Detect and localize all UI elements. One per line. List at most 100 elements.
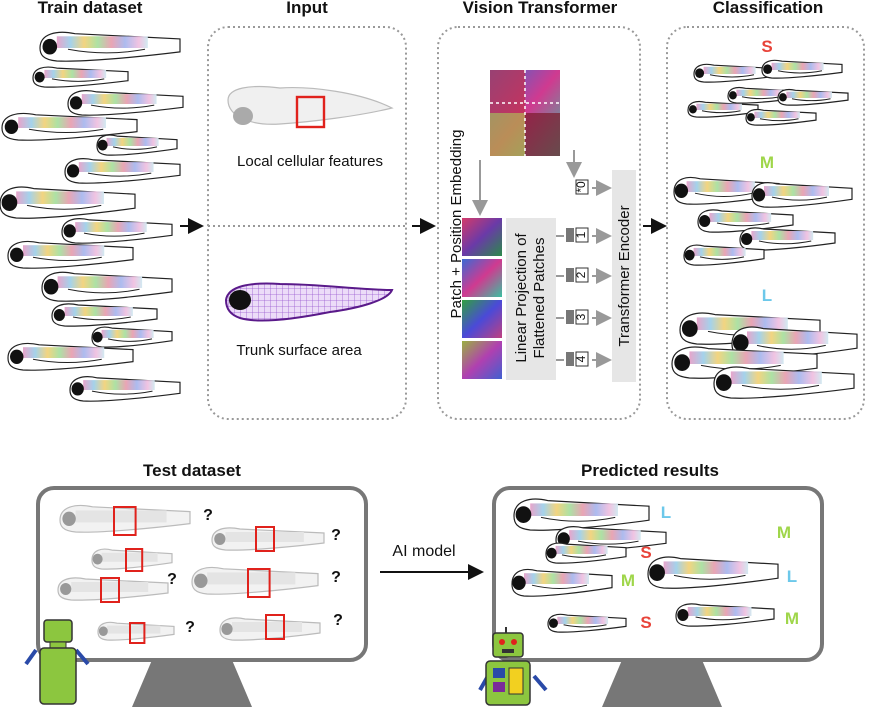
- token-label-3: 3: [574, 313, 588, 320]
- train-fish-3: [67, 90, 184, 116]
- token-label-2: 2: [574, 271, 588, 278]
- pred-fish-3: [545, 542, 627, 564]
- test-patch-box-4: [100, 577, 120, 603]
- token-0: *0: [574, 179, 612, 196]
- train-fish-2: [32, 66, 129, 88]
- source-image: [490, 70, 560, 156]
- patch-3: [462, 300, 502, 338]
- token-label-1: 1: [574, 231, 588, 238]
- token-1: 1: [566, 227, 612, 244]
- test-fish-2: [211, 527, 325, 551]
- test-fish-group: ??????: [57, 504, 343, 644]
- test-fish-4: [57, 577, 169, 601]
- test-patch-box-1: [113, 506, 137, 536]
- train-dataset-title: Train dataset: [38, 0, 143, 17]
- pred-fish-1: [513, 498, 650, 531]
- class-fish-15: [713, 366, 855, 399]
- train-fish-13: [7, 342, 134, 371]
- unknown-mark-5: ?: [331, 569, 341, 586]
- pred-fish-6: [547, 613, 627, 633]
- class-fish-11: [683, 244, 765, 266]
- unknown-mark-4: ?: [167, 571, 177, 588]
- train-fish-7: [0, 186, 136, 219]
- unknown-mark-6: ?: [185, 619, 195, 636]
- token-label-0: *0: [574, 181, 588, 193]
- class-fish-2: [761, 59, 843, 79]
- class-fish-1: [693, 63, 775, 83]
- local-fish: [227, 85, 394, 129]
- classification-panel: [666, 26, 865, 420]
- class-fish-5: [687, 100, 759, 118]
- class-large-label: L: [762, 286, 772, 305]
- class-fish-group: [671, 59, 858, 399]
- class-fish-9: [697, 209, 794, 233]
- patch-2: [462, 259, 502, 297]
- pred-fish-4: [511, 568, 613, 597]
- ai-model-label: AI model: [392, 543, 455, 560]
- train-fish-11: [51, 303, 158, 327]
- train-fish-group: [0, 31, 184, 402]
- prediction-label-4: M: [621, 571, 635, 590]
- token-column: *0 1 2 3 4: [556, 179, 612, 368]
- train-fish-12: [91, 326, 173, 348]
- pred-fish-5: [647, 556, 779, 589]
- projection-label-line1: Linear Projection of: [513, 233, 530, 363]
- input-panel: [207, 26, 407, 420]
- pred-fish-7: [675, 603, 775, 627]
- predicted-results-title: Predicted results: [581, 461, 719, 480]
- train-fish-4: [1, 112, 138, 141]
- projection-label-line2: Flattened Patches: [531, 238, 548, 359]
- train-fish-8: [61, 218, 173, 244]
- local-patch-box: [295, 95, 326, 129]
- unknown-mark-7: ?: [333, 612, 343, 629]
- class-small-label: S: [761, 37, 772, 56]
- token-label-4: 4: [574, 355, 588, 362]
- train-fish-14: [69, 376, 181, 402]
- local-features-label: Local cellular features: [237, 153, 383, 170]
- prediction-label-3: S: [640, 543, 651, 562]
- prediction-label-1: L: [661, 503, 671, 522]
- token-2: 2: [566, 267, 612, 284]
- test-patch-box-6: [129, 622, 146, 644]
- test-fish-6: [97, 621, 175, 641]
- patch-1: [462, 218, 502, 256]
- prediction-label-6: S: [640, 613, 651, 632]
- transformer-encoder-box: [612, 170, 636, 382]
- test-dataset-title: Test dataset: [143, 461, 241, 480]
- test-fish-5: [191, 566, 319, 595]
- class-medium-label: M: [760, 153, 774, 172]
- trunk-fish: [224, 282, 394, 322]
- prediction-label-5: L: [787, 567, 797, 586]
- unknown-mark-2: ?: [331, 527, 341, 544]
- train-fish-9: [7, 240, 134, 269]
- train-fish-10: [41, 271, 173, 302]
- encoder-label: Transformer Encoder: [616, 205, 633, 346]
- token-3: 3: [566, 309, 612, 326]
- robot-icon-left: [24, 619, 90, 705]
- class-fish-8: [751, 182, 853, 208]
- train-fish-6: [64, 158, 181, 184]
- class-fish-4: [777, 88, 849, 106]
- token-4: 4: [566, 351, 612, 368]
- robot-icon-right: [478, 627, 548, 706]
- test-patch-box-3: [125, 548, 144, 572]
- test-patch-box-5: [247, 568, 271, 598]
- prediction-label-7: M: [785, 609, 799, 628]
- unknown-mark-1: ?: [203, 507, 213, 524]
- vision-transformer-title: Vision Transformer: [463, 0, 618, 17]
- train-fish-1: [39, 31, 181, 62]
- class-fish-10: [739, 227, 836, 251]
- prediction-label-2: M: [777, 523, 791, 542]
- class-fish-6: [745, 108, 817, 126]
- test-patch-box-7: [265, 614, 285, 640]
- patch-4: [462, 341, 502, 379]
- classification-title: Classification: [713, 0, 824, 17]
- embedding-label: Patch + Position Embedding: [448, 130, 465, 319]
- test-fish-1: [59, 504, 191, 533]
- test-fish-3: [91, 548, 173, 570]
- test-patch-box-2: [255, 526, 275, 552]
- trunk-area-label: Trunk surface area: [236, 342, 362, 359]
- input-title: Input: [286, 0, 328, 17]
